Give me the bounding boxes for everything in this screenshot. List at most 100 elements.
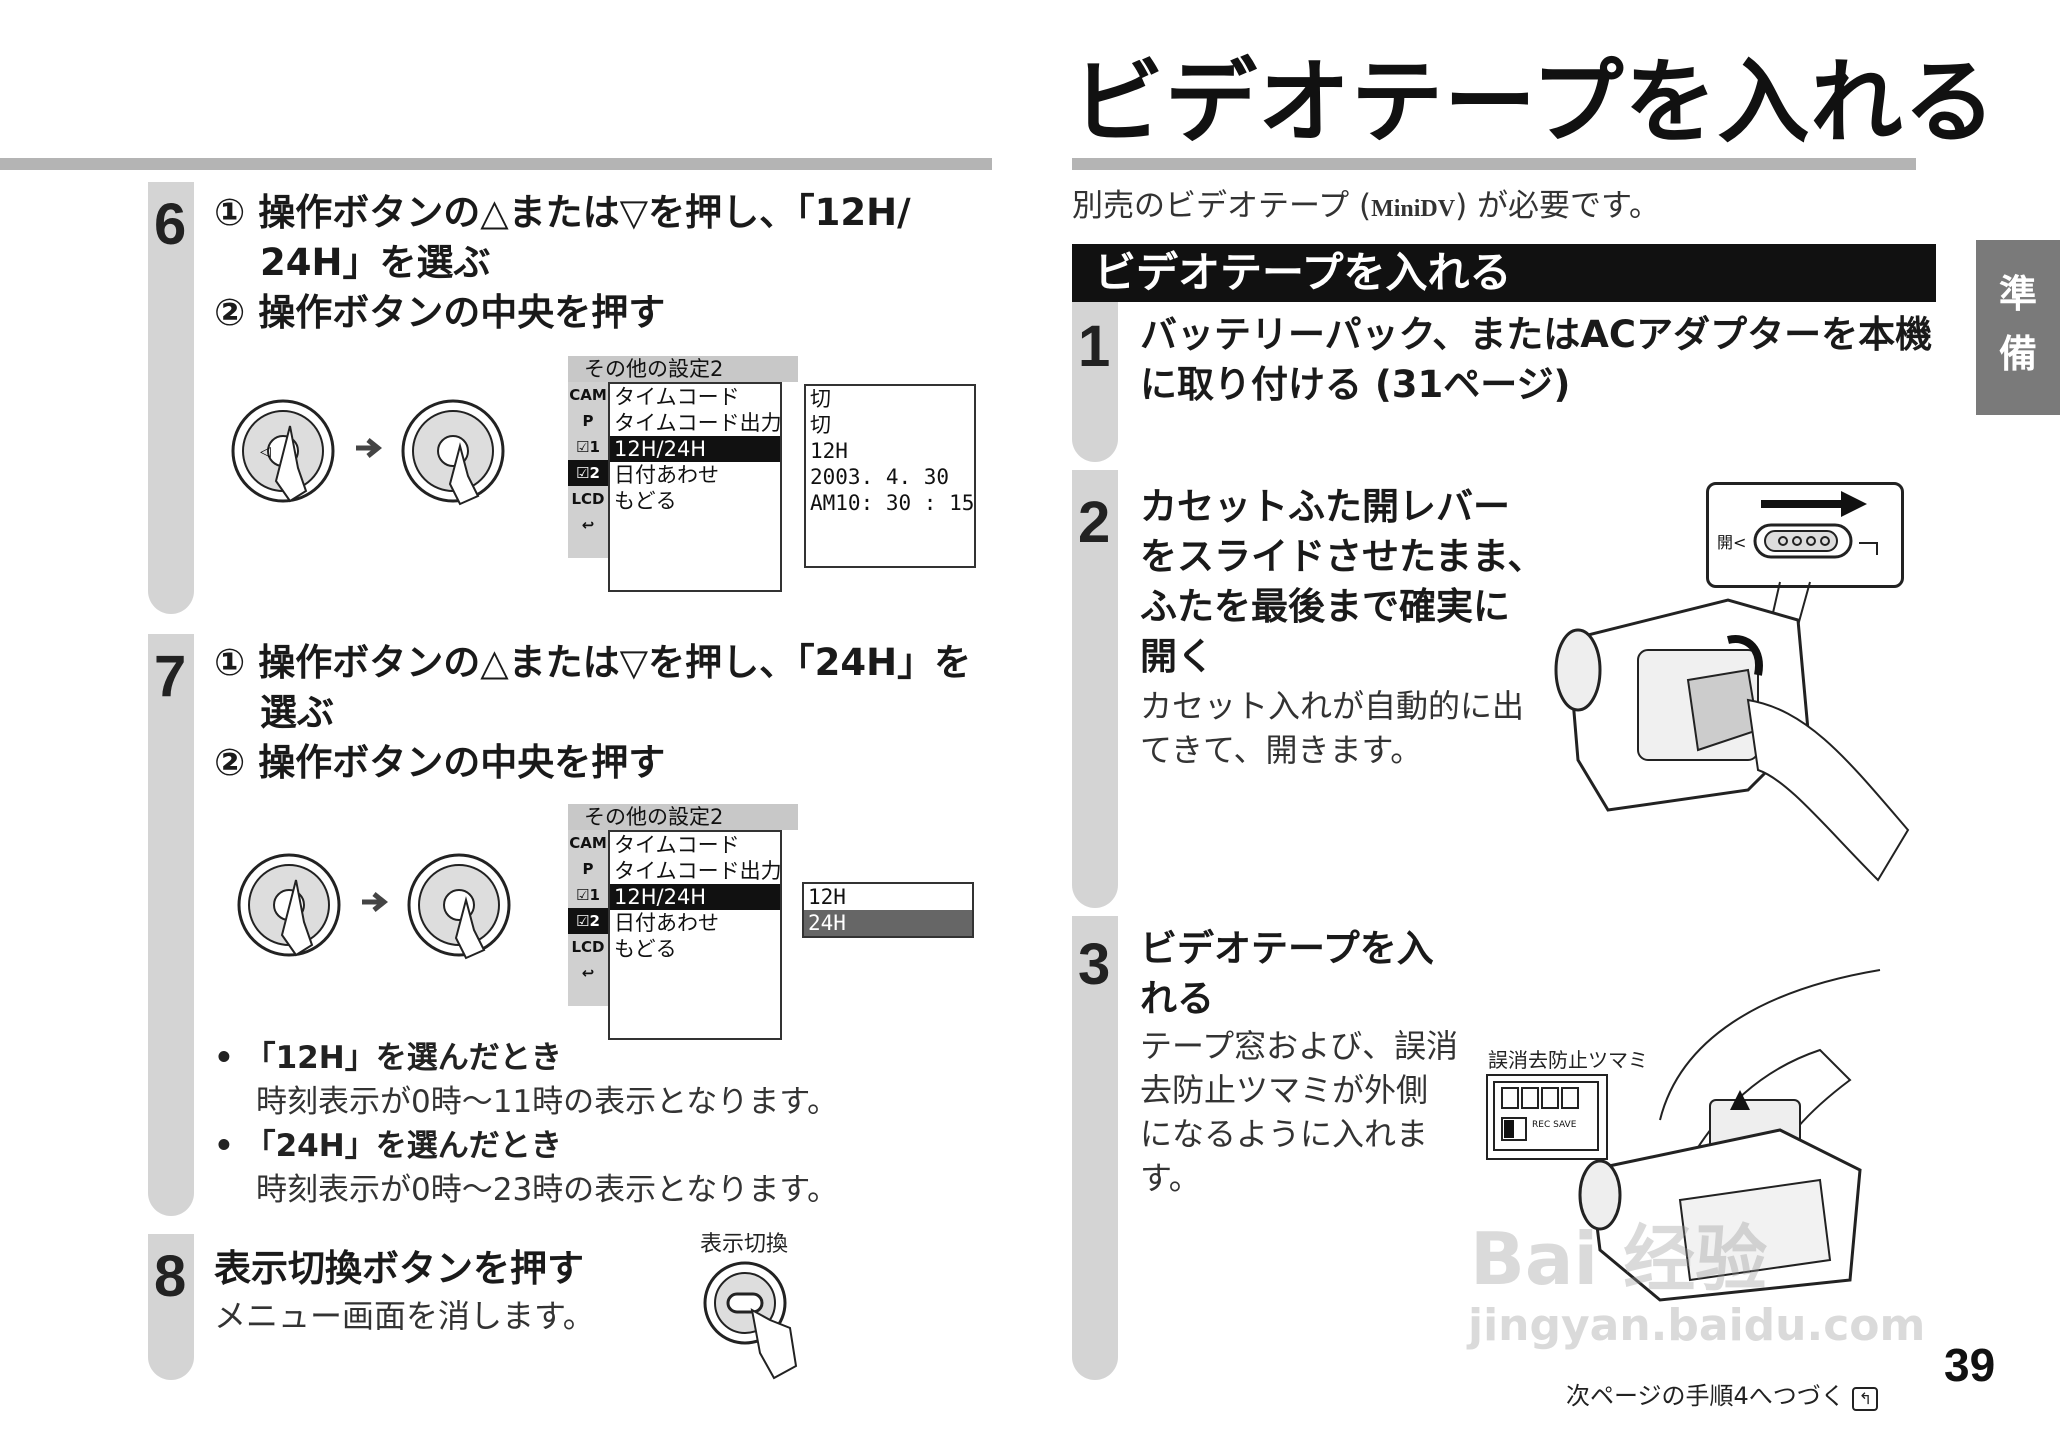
menu2-list: タイムコード タイムコード出力 12H/24H 日付あわせ もどる (608, 830, 782, 1040)
minidv-logo: MiniDV (1371, 196, 1456, 222)
settings1-icon: ☑1 (576, 886, 600, 904)
menu-item-date[interactable]: 日付あわせ (614, 911, 719, 935)
right-divider (1072, 158, 1916, 170)
menu-item-12h24h[interactable]: 12H/24H (610, 436, 780, 462)
step6-bar (148, 182, 194, 614)
camera-icon: CAM (569, 386, 607, 404)
camcorder-open-illustration (1554, 581, 1910, 882)
lcd-icon: LCD (571, 938, 605, 956)
lever-open-label: 開< (1717, 533, 1747, 552)
step7-number: 7 (154, 644, 187, 709)
step2-number: 2 (1078, 490, 1111, 555)
intro-post: ) が必要です。 (1455, 188, 1660, 224)
bullet-24h: • 「24H」を選んだとき 時刻表示が0時〜23時の表示となります。 (214, 1124, 838, 1212)
step8-bar (148, 1234, 194, 1380)
section-heading: ビデオテープを入れる (1072, 244, 1936, 302)
menu-item-date[interactable]: 日付あわせ (614, 463, 719, 487)
menu-item-timecode-out[interactable]: タイムコード出力 (614, 859, 782, 883)
value-12h24h: 12H (810, 439, 848, 463)
menu-item-timecode[interactable]: タイムコード (614, 833, 740, 857)
step7-bar (148, 634, 194, 1216)
camcorder-insert-illustration (1578, 969, 1881, 1302)
value-timecode: 切 (810, 387, 831, 411)
dial-left-icon (237, 853, 341, 957)
step2-line1: カセットふた開レバー (1140, 485, 1510, 528)
playback-icon: P (582, 412, 594, 430)
option-12h[interactable]: 12H (808, 885, 846, 909)
step3-body1: テープ窓および、誤消 (1140, 1027, 1459, 1065)
slide-arrow-icon (1761, 491, 1867, 517)
lcd-icon: LCD (571, 490, 605, 508)
tab-char-1: 準 (1998, 272, 2037, 316)
step6-dial-illustration: ◁ (231, 399, 505, 506)
step1-line2: に取り付ける (31ページ) (1140, 363, 1571, 406)
menu-item-back[interactable]: もどる (614, 937, 677, 961)
next-note-text: 次ページの手順4へつづく (1566, 1382, 1845, 1410)
intro-pre: 別売のビデオテープ ( (1072, 188, 1372, 224)
menu-item-timecode-out[interactable]: タイムコード出力 (614, 411, 782, 435)
menu1-list: タイムコード タイムコード出力 12H/24H 日付あわせ もどる (608, 382, 782, 592)
dial-right-icon (401, 399, 505, 506)
step3-line1: ビデオテープを入 (1140, 927, 1434, 970)
erase-tab-label: 誤消去防止ツマミ (1488, 1048, 1648, 1072)
cassette-callout: REC SAVE (1486, 1074, 1608, 1160)
bullet-12h-title: 「12H」を選んだとき (244, 1040, 562, 1076)
settings-menu-1: その他の設定2 CAM P ☑1 ☑2 LCD ↩ タイムコード タイムコード出… (568, 356, 988, 596)
settings-menu-2: その他の設定2 CAM P ☑1 ☑2 LCD ↩ タイムコード タイムコード出… (568, 804, 988, 1044)
step3-body3: になるように入れま (1140, 1115, 1429, 1153)
dial-right-icon (407, 853, 511, 960)
step2-body2: てきて、開きます。 (1140, 731, 1423, 769)
watermark-logo: Bai 经验 (1470, 1217, 1768, 1301)
menu2-title: その他の設定2 (568, 804, 798, 830)
display-button-illustration (703, 1261, 798, 1380)
lever-slider-icon (1753, 523, 1878, 559)
svg-text:◁: ◁ (260, 444, 271, 460)
step3-body4: す。 (1140, 1159, 1201, 1197)
continue-arrow-icon: ↰ (1852, 1387, 1879, 1411)
watermark-url: jingyan.baidu.com (1468, 1300, 1926, 1351)
step6-line3: ② 操作ボタンの中央を押す (214, 291, 666, 334)
value-time: AM10: 30 : 15 (810, 491, 975, 515)
menu-item-12h24h[interactable]: 12H/24H (610, 884, 780, 910)
menu2-options: 12H 24H (802, 882, 974, 938)
step2-line3: ふたを最後まで確実に (1140, 585, 1510, 628)
intro-text: 別売のビデオテープ (MiniDV) が必要です。 (1072, 180, 1660, 225)
return-icon: ↩ (581, 516, 595, 534)
settings2-icon: ☑2 (568, 460, 608, 486)
step2-line4: 開く (1140, 635, 1214, 678)
menu1-title: その他の設定2 (568, 356, 798, 382)
tab-char-2: 備 (1998, 332, 2037, 376)
step3-number: 3 (1078, 932, 1111, 997)
next-page-note: 次ページの手順4へつづく ↰ (1566, 1376, 1879, 1411)
step6-number: 6 (154, 192, 187, 257)
playback-icon: P (582, 860, 594, 878)
menu1-values: 切 切 12H 2003. 4. 30 AM10: 30 : 15 (804, 384, 976, 568)
option-24h[interactable]: 24H (804, 910, 972, 936)
bullet-12h: • 「12H」を選んだとき 時刻表示が0時〜11時の表示となります。 (214, 1036, 838, 1124)
left-divider (0, 158, 992, 170)
step2-bar (1072, 470, 1118, 908)
step7-dial-illustration (237, 853, 511, 960)
settings2-icon: ☑2 (568, 908, 608, 934)
step2-line2: をスライドさせたまま、 (1140, 535, 1545, 578)
menu1-icon-column: CAM P ☑1 ☑2 LCD ↩ (568, 382, 608, 558)
page-number: 39 (1944, 1339, 1996, 1391)
menu-item-back[interactable]: もどる (614, 489, 677, 513)
menu-item-timecode[interactable]: タイムコード (614, 385, 740, 409)
step8-body: メニュー画面を消します。 (214, 1297, 595, 1335)
dial-left-icon: ◁ (231, 399, 335, 503)
bullet-24h-text: 時刻表示が0時〜23時の表示となります。 (256, 1172, 839, 1208)
cassette-rec-save-text: REC SAVE (1532, 1120, 1577, 1130)
settings1-icon: ☑1 (576, 438, 600, 456)
display-button-label: 表示切換 (700, 1232, 789, 1257)
cassette-icon (1493, 1081, 1599, 1151)
step7-line1: ① 操作ボタンの△または▽を押し、「24H」を (214, 641, 972, 684)
return-icon: ↩ (581, 964, 595, 982)
page-title: ビデオテープを入れる (1072, 49, 1997, 156)
lever-callout: 開< (1706, 482, 1904, 588)
bullet-12h-text: 時刻表示が0時〜11時の表示となります。 (256, 1084, 839, 1120)
value-timecode-out: 切 (810, 413, 831, 437)
step3-line2: れる (1140, 977, 1214, 1020)
step1-number: 1 (1078, 314, 1111, 379)
step8-number: 8 (154, 1244, 187, 1309)
